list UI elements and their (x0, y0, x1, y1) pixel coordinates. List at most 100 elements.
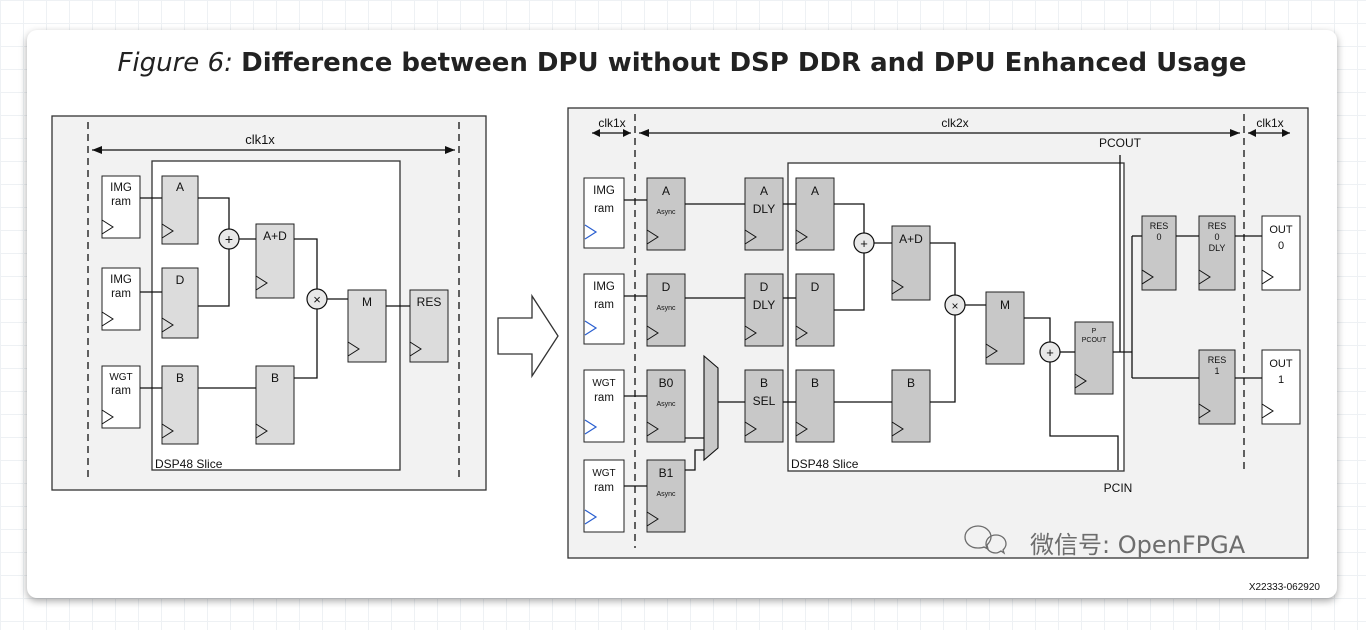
right-reg-p: P PCOUT (1074, 321, 1114, 395)
ram-kind: ram (111, 288, 131, 300)
right-diagram: clk1x clk2x clk1x PCOUT DSP48 Slice IMG … (567, 107, 1309, 559)
ram-type: WGT (109, 372, 132, 383)
ram-type: IMG (110, 274, 132, 286)
reg-label: OUT (1269, 358, 1293, 370)
right-wgt-ram-1: WGT ram (583, 369, 625, 443)
reg-label: A (662, 184, 670, 198)
ram-type: IMG (593, 281, 615, 293)
right-reg-b0-async: B0 Async (646, 369, 686, 443)
b-select-mux (703, 354, 719, 462)
wechat-icon (964, 525, 992, 551)
async-label: Async (656, 401, 676, 408)
right-reg-ad: A+D (891, 225, 931, 301)
async-label: Async (656, 209, 676, 216)
left-reg-d: D (161, 267, 199, 339)
right-reg-a-dly: A DLY (744, 177, 784, 251)
left-reg-b2: B (255, 365, 295, 445)
reg-label: A (811, 184, 819, 198)
ram-type: WGT (592, 468, 615, 479)
reg-sublabel: 1 (1278, 374, 1284, 386)
reg-sublabel: 0 (1214, 232, 1219, 242)
reg-label: M (362, 295, 372, 309)
ram-type: IMG (110, 182, 132, 194)
right-reg-b1-async: B1 Async (646, 459, 686, 533)
right-reg-res1: RES 1 (1198, 349, 1236, 425)
right-adder: + (853, 232, 875, 254)
reg-label: A+D (899, 232, 923, 246)
reg-label: B1 (659, 466, 674, 480)
right-reg-m: M (985, 291, 1025, 365)
left-wgt-ram: WGT ram (101, 365, 141, 429)
left-img-ram-2: IMG ram (101, 267, 141, 331)
reg-label: RES (1208, 221, 1227, 231)
left-adder: + (218, 228, 240, 250)
reg-label: P (1092, 328, 1097, 335)
right-reg-res0: RES 0 (1141, 215, 1177, 291)
left-multiplier: × (306, 288, 328, 310)
left-slice-label: DSP48 Slice (155, 457, 223, 471)
right-accumulator: + (1039, 341, 1061, 363)
right-reg-d: D (795, 273, 835, 347)
reg-label: D (760, 280, 769, 294)
reg-sublabel: DLY (753, 298, 775, 312)
reg-label: RES (1208, 355, 1227, 365)
clock-label-left: clk1x (598, 116, 625, 130)
reg-label: D (811, 280, 820, 294)
ram-kind: ram (594, 203, 614, 215)
watermark: 微信号: OpenFPGA (964, 525, 1246, 559)
reg-sublabel: 0 (1278, 240, 1284, 252)
async-label: Async (656, 305, 676, 312)
ram-kind: ram (111, 196, 131, 208)
figure-code: X22333-062920 (1249, 582, 1321, 593)
reg-sublabel: 0 (1156, 232, 1161, 242)
watermark-text: 微信号: OpenFPGA (1030, 531, 1246, 559)
left-reg-b1: B (161, 365, 199, 445)
right-reg-d-dly: D DLY (744, 273, 784, 347)
left-diagram: clk1x DSP48 Slice IMG ram IMG ram WGT ra… (51, 115, 487, 491)
reg-sublabel: DLY (1209, 243, 1226, 253)
ram-type: WGT (592, 378, 615, 389)
reg-label: B (271, 371, 279, 385)
reg-label: M (1000, 298, 1010, 312)
left-img-ram-1: IMG ram (101, 175, 141, 239)
reg-label: A+D (263, 229, 287, 243)
left-reg-m: M (347, 289, 387, 363)
right-img-ram-1: IMG ram (583, 177, 625, 249)
reg-sublabel: DLY (753, 202, 775, 216)
right-reg-d-async: D Async (646, 273, 686, 347)
right-out0: OUT 0 (1261, 215, 1301, 291)
async-label: Async (656, 491, 676, 498)
right-img-ram-2: IMG ram (583, 273, 625, 345)
right-reg-a: A (795, 177, 835, 251)
figure-title: Figure 6: Difference between DPU without… (27, 48, 1337, 78)
figure-number: Figure 6: (117, 48, 233, 78)
reg-label: D (662, 280, 671, 294)
left-reg-ad: A+D (255, 223, 295, 299)
right-multiplier: × (944, 294, 966, 316)
pcin-label: PCIN (1104, 481, 1133, 495)
op-symbol: × (313, 292, 321, 307)
clock-label-mid: clk2x (941, 116, 968, 130)
reg-sublabel: SEL (753, 394, 776, 408)
reg-label: A (176, 180, 184, 194)
ram-kind: ram (594, 482, 614, 494)
right-out1: OUT 1 (1261, 349, 1301, 425)
op-symbol: + (225, 231, 233, 247)
reg-label: A (760, 184, 768, 198)
left-reg-a: A (161, 175, 199, 245)
reg-label: OUT (1269, 224, 1293, 236)
right-reg-a-async: A Async (646, 177, 686, 251)
right-slice-label: DSP48 Slice (791, 457, 859, 471)
left-wires (140, 197, 410, 389)
left-clock-label: clk1x (245, 132, 275, 147)
op-symbol: × (951, 299, 958, 313)
right-reg-b-sel: B SEL (744, 369, 784, 443)
clock-label-right: clk1x (1256, 116, 1283, 130)
reg-label: B (176, 371, 184, 385)
ram-type: IMG (593, 185, 615, 197)
pcout-label: PCOUT (1099, 136, 1142, 150)
reg-label: B (811, 376, 819, 390)
right-dsp48-slice (787, 162, 1125, 472)
reg-sublabel: PCOUT (1082, 337, 1107, 344)
